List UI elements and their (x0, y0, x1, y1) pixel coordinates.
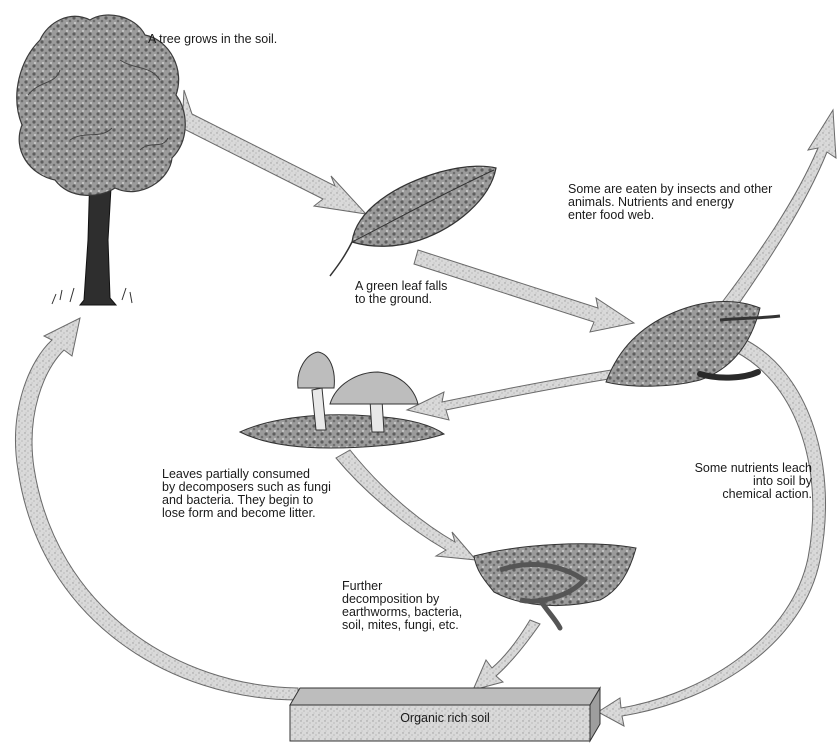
falling-leaf-illustration (330, 166, 496, 276)
further-line-1: Further (342, 579, 382, 593)
mushrooms-illustration (240, 352, 444, 448)
leach-line-3: chemical action. (722, 487, 812, 501)
further-line-4: soil, mites, fungi, etc. (342, 618, 459, 632)
partial-consumption-caption: Leaves partially consumed by decomposers… (162, 468, 331, 520)
tree-illustration (17, 15, 185, 305)
eaten-line-3: enter food web. (568, 208, 654, 222)
arrow-worms-to-soil (473, 620, 540, 690)
leaf-litter-insect-illustration (606, 302, 780, 387)
earthworm-layer-illustration (474, 544, 636, 628)
partial-line-3: and bacteria. They begin to (162, 493, 313, 507)
leach-line-2: into soil by (753, 474, 812, 488)
further-decomposition-caption: Further decomposition by earthworms, bac… (342, 580, 462, 632)
leaf-fall-caption: A green leaf falls to the ground. (355, 280, 447, 306)
eaten-line-2: animals. Nutrients and energy (568, 195, 734, 209)
leaf-fall-line-2: to the ground. (355, 292, 432, 306)
eaten-line-1: Some are eaten by insects and other (568, 182, 772, 196)
leaf-fall-line-1: A green leaf falls (355, 279, 447, 293)
partial-line-1: Leaves partially consumed (162, 467, 310, 481)
further-line-3: earthworms, bacteria, (342, 605, 462, 619)
partial-line-4: lose form and become litter. (162, 506, 316, 520)
eaten-caption: Some are eaten by insects and other anim… (568, 183, 772, 222)
tree-caption: A tree grows in the soil. (148, 33, 277, 46)
arrow-mushrooms-to-worms (336, 450, 476, 560)
leach-caption: Some nutrients leach into soil by chemic… (640, 462, 812, 501)
further-line-2: decomposition by (342, 592, 439, 606)
soil-box-label: Organic rich soil (300, 711, 590, 725)
arrow-litter-to-mushrooms (407, 368, 628, 420)
leach-line-1: Some nutrients leach (695, 461, 812, 475)
arrow-tree-to-leaf (182, 90, 366, 214)
partial-line-2: by decomposers such as fungi (162, 480, 331, 494)
arrow-litter-to-soil-leach (598, 338, 826, 726)
